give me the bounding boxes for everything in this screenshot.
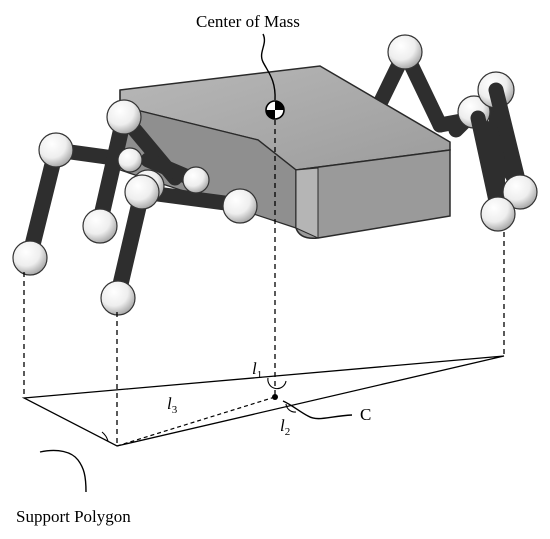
leader-lines (39, 33, 353, 493)
support-polygon (21, 355, 505, 447)
leader-support-polygon (39, 449, 87, 493)
angle-arc-l2 (285, 403, 297, 413)
l3-label: l3 (167, 394, 178, 416)
point-c-dot (272, 394, 278, 400)
angle-arc-l1 (267, 377, 287, 390)
angle-arc-corner (101, 431, 109, 442)
center-of-mass-label: Center of Mass (196, 12, 300, 31)
l2-label: l2 (280, 416, 290, 438)
support-polygon-label: Support Polygon (16, 507, 131, 526)
robot-body (119, 65, 451, 240)
body-front-face (295, 149, 451, 240)
body-chamfer (295, 167, 319, 239)
leader-center-of-mass (260, 33, 276, 101)
distance-line-l3 (116, 396, 276, 447)
front-right-legs (470, 82, 538, 232)
left-legs (12, 99, 258, 316)
l1-label: l1 (252, 359, 262, 381)
center-of-mass-marker (265, 100, 285, 120)
projection-lines (23, 120, 505, 446)
leader-point-c (282, 400, 353, 420)
point-c-label: C (360, 405, 371, 424)
